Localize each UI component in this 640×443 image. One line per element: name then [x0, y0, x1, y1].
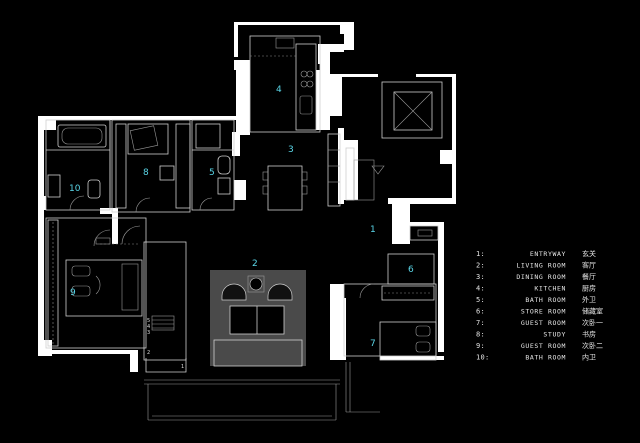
room-number-3: 3: [288, 145, 294, 155]
legend-room-name-cn: 储藏室: [582, 307, 603, 316]
legend-number: 4:: [476, 285, 485, 293]
legend-room-name: DINING ROOM: [516, 273, 566, 281]
legend-number: 1:: [476, 250, 485, 258]
legend-room-name-cn: 次卧一: [582, 318, 603, 327]
room-number-9: 9: [70, 288, 76, 298]
room-legend: 1: ENTRYWAY 玄关 2: LIVING ROOM 客厅 3: DINING ROOM…: [476, 249, 603, 362]
room-number-2: 2: [252, 259, 258, 269]
legend-number: 7:: [476, 319, 485, 327]
legend-room-name-cn: 外卫: [582, 295, 596, 304]
legend-number: 6:: [476, 308, 485, 316]
stair-label: 3: [147, 330, 150, 336]
legend-room-name-cn: 客厅: [582, 261, 596, 270]
legend-room-name: GUEST ROOM: [521, 342, 566, 350]
room-numbers: 1 2 3 4 5 6 7 8 9 10: [69, 85, 414, 349]
legend-room-name: STORE ROOM: [521, 308, 566, 316]
stair-label: 5: [147, 318, 150, 324]
room-number-5: 5: [209, 168, 215, 178]
room-number-8: 8: [143, 168, 149, 178]
legend-room-name-cn: 玄关: [582, 249, 596, 258]
legend-number: 8:: [476, 331, 485, 339]
stair-label: 2: [147, 350, 150, 356]
walls: [38, 22, 456, 372]
interior-lines: [45, 35, 443, 421]
legend-room-name: KITCHEN: [534, 285, 566, 293]
legend-room-name-cn: 内卫: [582, 353, 596, 362]
room-number-4: 4: [276, 85, 282, 95]
legend-room-name-cn: 餐厅: [582, 272, 596, 281]
legend-room-name: BATH ROOM: [525, 354, 566, 362]
stair-labels: 5 4 3 2 1: [147, 318, 184, 370]
legend-number: 10:: [476, 354, 490, 362]
legend-number: 2:: [476, 262, 485, 270]
room-number-1: 1: [370, 225, 376, 235]
legend-number: 3:: [476, 273, 485, 281]
room-number-10: 10: [69, 184, 81, 194]
room-number-6: 6: [408, 265, 414, 275]
legend-room-name-cn: 次卧二: [582, 341, 603, 350]
legend-number: 9:: [476, 342, 485, 350]
legend-room-name: ENTRYWAY: [530, 250, 566, 258]
legend-room-name: GUEST ROOM: [521, 319, 566, 327]
legend-room-name: STUDY: [543, 331, 566, 339]
stair-label: 1: [181, 364, 184, 370]
legend-number: 5:: [476, 296, 485, 304]
legend-room-name-cn: 书房: [582, 330, 596, 339]
legend-room-name: LIVING ROOM: [516, 262, 566, 270]
stair-label: 4: [147, 324, 150, 330]
room-number-7: 7: [370, 339, 376, 349]
legend-room-name-cn: 厨房: [582, 284, 596, 293]
legend-room-name: BATH ROOM: [525, 296, 566, 304]
